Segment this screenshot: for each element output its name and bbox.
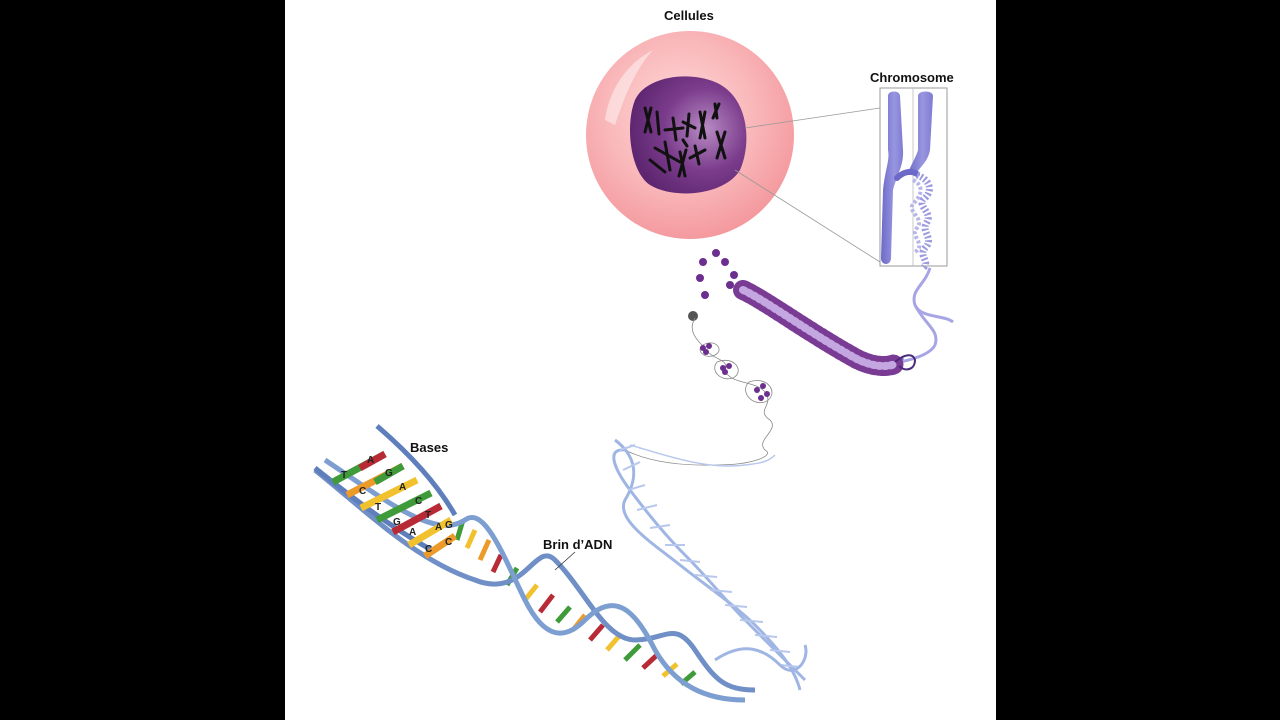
base-letter: C <box>359 486 366 497</box>
base-letter: A <box>409 527 416 538</box>
zoom-lines <box>734 107 881 263</box>
dna-helix-light <box>612 438 808 691</box>
dna-strand-label: Brin d’ADN <box>543 537 613 552</box>
chromatin-loop <box>688 249 738 321</box>
nucleus-chromosomes <box>643 102 727 178</box>
cell-label: Cellules <box>664 8 714 23</box>
dna-strand-leader <box>554 551 576 571</box>
base-letter: T <box>425 510 431 521</box>
chromatin-coil-icon <box>733 280 917 376</box>
base-letter: G <box>385 468 393 479</box>
nucleosome-strand <box>624 317 773 466</box>
base-letter: G <box>393 517 401 528</box>
base-letter: A <box>367 455 374 466</box>
chromosome-icon <box>879 87 948 271</box>
base-pairs <box>454 519 697 686</box>
base-letter: T <box>341 470 347 481</box>
chromatin-tail <box>874 267 954 369</box>
nucleosome-icon <box>700 343 770 401</box>
base-letter: G <box>445 520 453 531</box>
chromosome-label: Chromosome <box>870 70 954 85</box>
base-letters: T A C G T A C A G T A C C G <box>341 455 453 555</box>
base-letter: T <box>375 502 381 513</box>
base-letter: A <box>435 522 442 533</box>
dna-structure-diagram: T A C G T A C A G T A C C G <box>313 31 954 703</box>
diagram-canvas: T A C G T A C A G T A C C G Cellules Chr… <box>285 0 996 720</box>
bases-label: Bases <box>410 440 449 455</box>
base-letter: C <box>425 544 432 555</box>
bases-ladder <box>313 424 458 559</box>
base-letter: A <box>399 482 406 493</box>
base-letter: C <box>445 537 452 548</box>
base-letter: C <box>415 496 422 507</box>
